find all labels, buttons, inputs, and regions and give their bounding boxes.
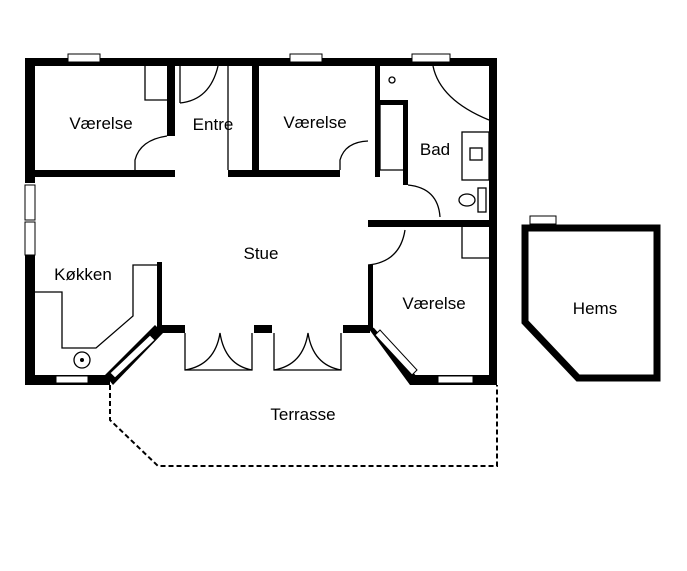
walls	[25, 58, 497, 385]
room-label-hems: Hems	[573, 299, 617, 318]
fixtures	[24, 53, 557, 384]
room-label-vaerelse: Værelse	[69, 114, 132, 133]
terrace-outline	[109, 385, 498, 467]
room-label-bad: Bad	[420, 140, 450, 159]
room-label-vaerelse: Værelse	[283, 113, 346, 132]
hems-loft	[521, 224, 661, 382]
room-labels: Værelse Entre Værelse Bad Stue Køkken Væ…	[54, 113, 617, 424]
room-label-kokken: Køkken	[54, 265, 112, 284]
room-label-terrasse: Terrasse	[270, 405, 335, 424]
room-label-entre: Entre	[193, 115, 234, 134]
room-label-vaerelse: Værelse	[402, 294, 465, 313]
room-label-stue: Stue	[244, 244, 279, 263]
